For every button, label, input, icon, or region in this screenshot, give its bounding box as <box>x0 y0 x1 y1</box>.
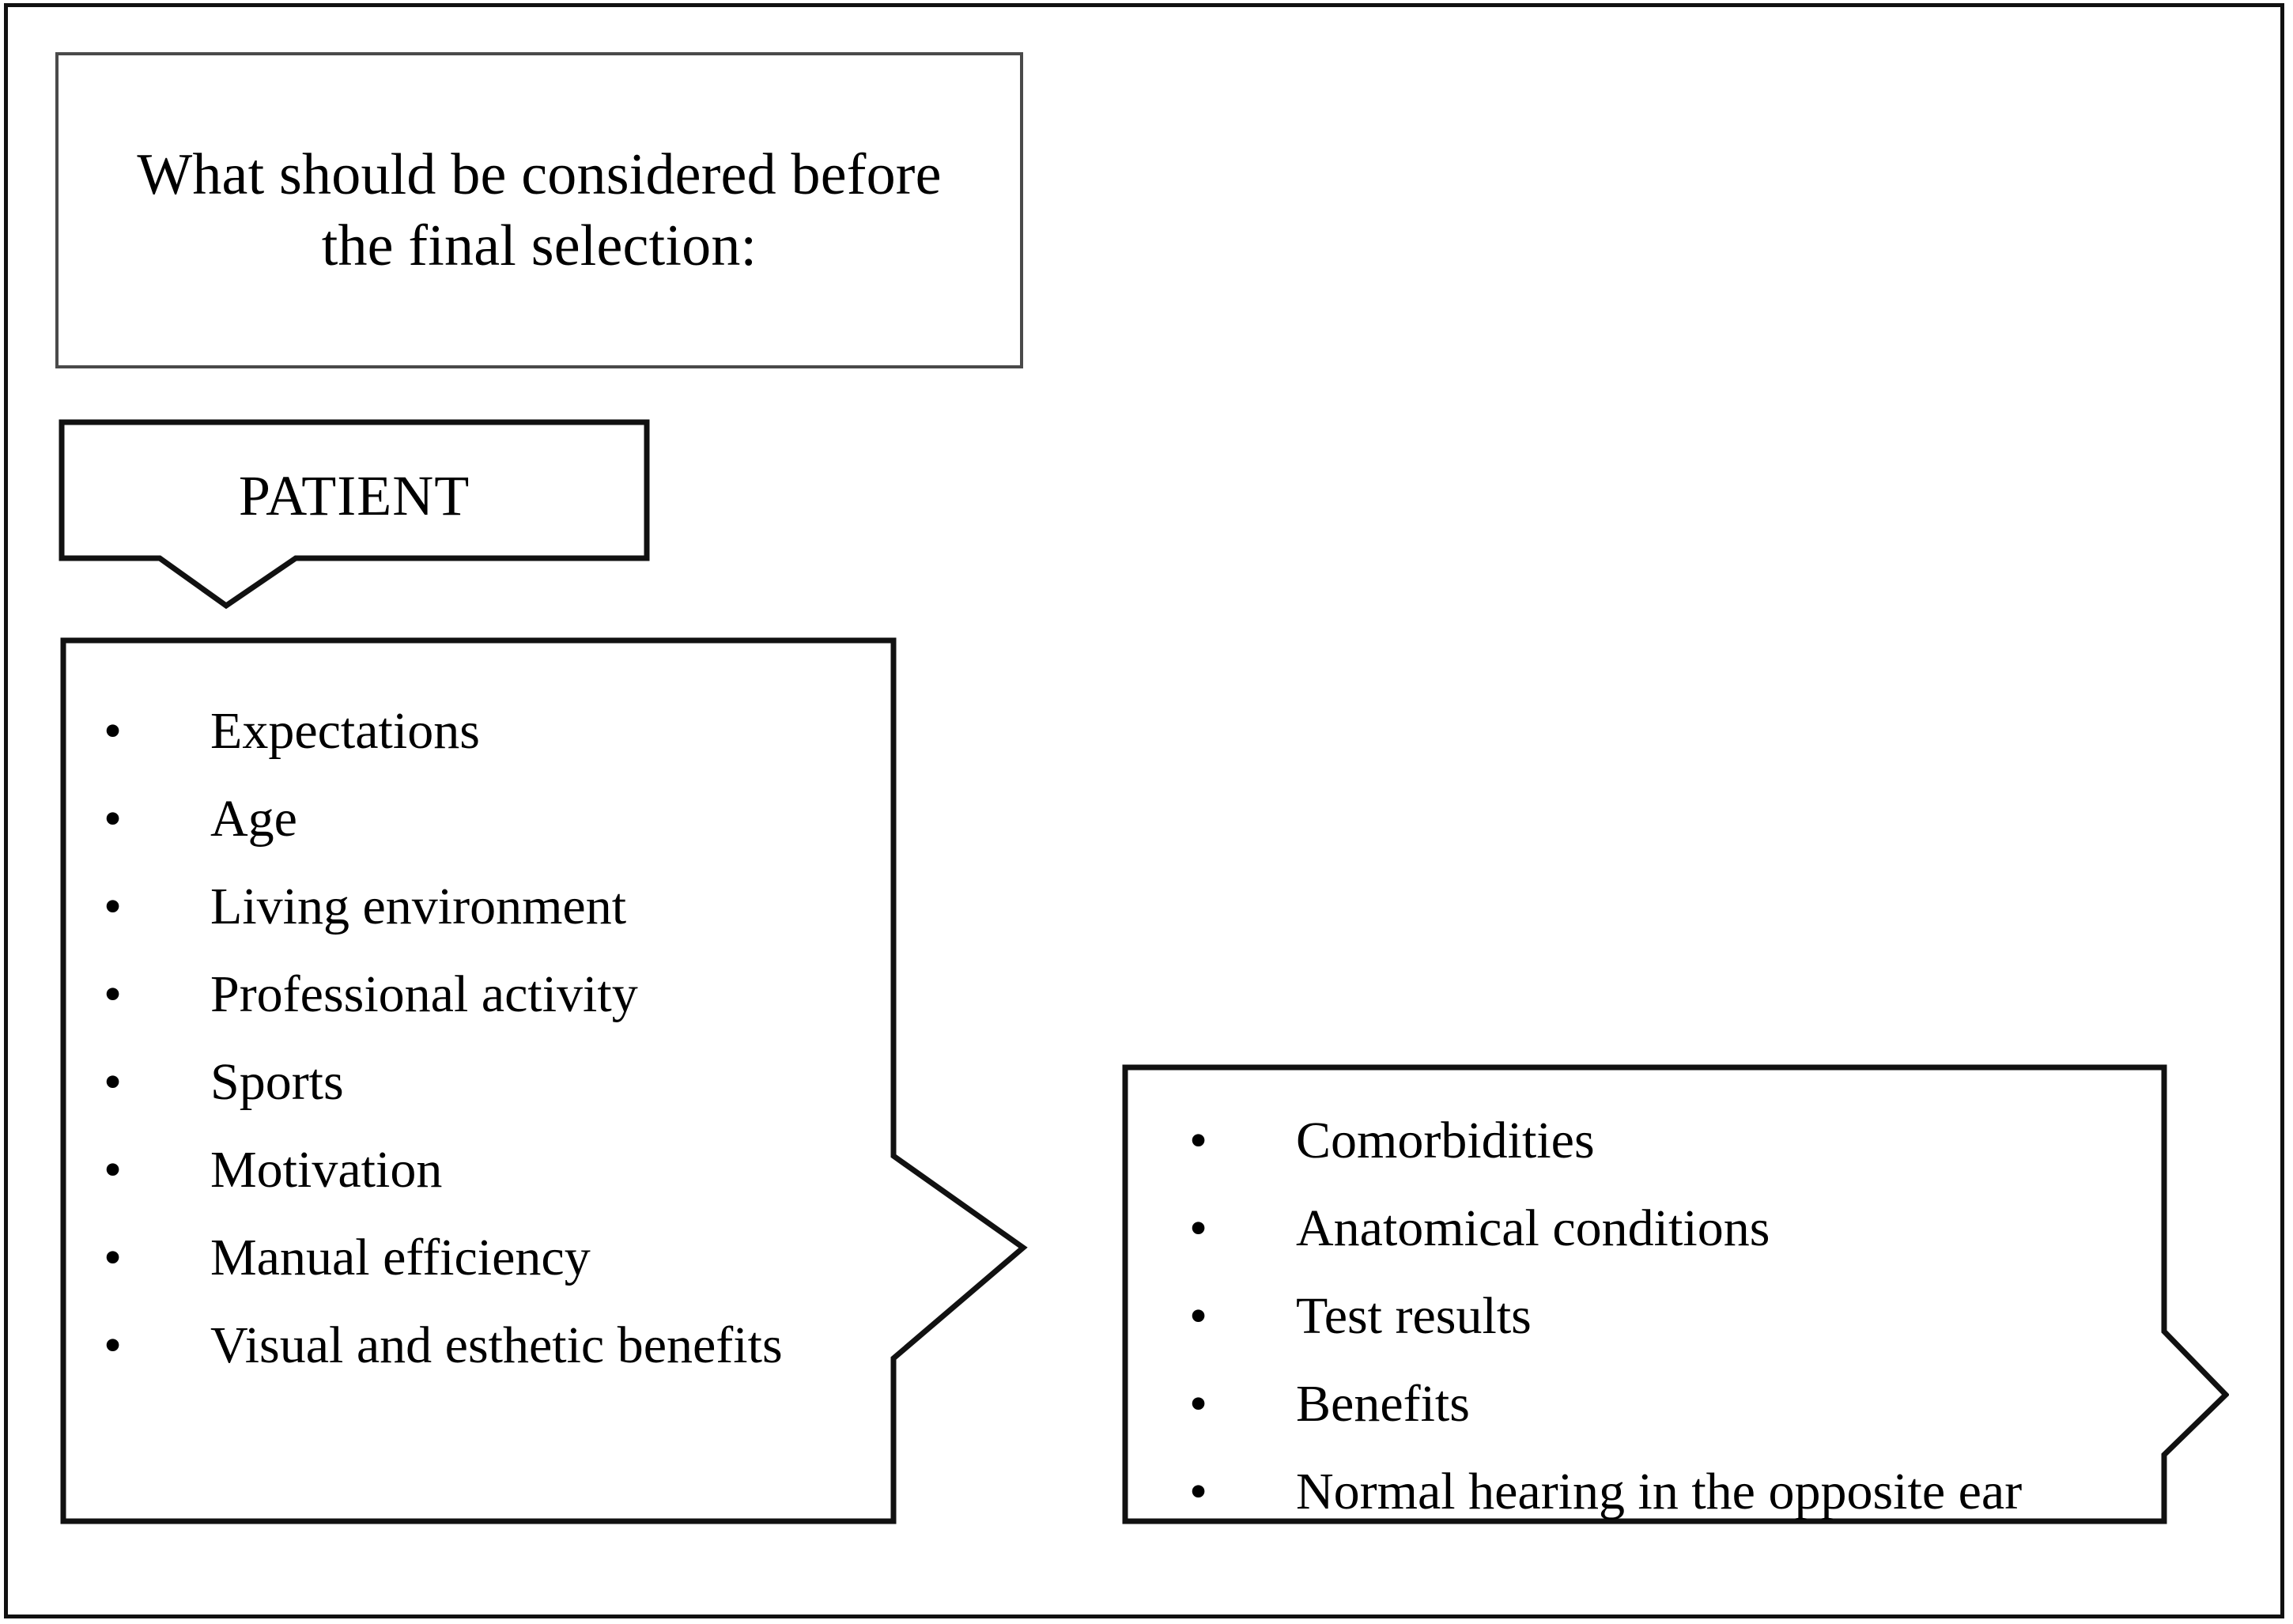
bullet-icon: • <box>104 702 123 760</box>
list-item-label: Benefits <box>1296 1375 1470 1433</box>
list-item-label: Anatomical conditions <box>1296 1199 1770 1257</box>
clinical-factors-list: • Comorbidities • Anatomical conditions … <box>1122 1064 2022 1554</box>
bullet-icon: • <box>1189 1375 1208 1433</box>
list-item-label: Sports <box>210 1053 344 1111</box>
bullet-icon: • <box>104 790 123 848</box>
patient-factors-list: • Expectations • Age • Living environmen… <box>60 637 783 1407</box>
patient-factors-box: • Expectations • Age • Living environmen… <box>60 637 1033 1524</box>
callout-label: PATIENT <box>238 464 470 527</box>
title-box: What should be considered before the fin… <box>55 52 1023 368</box>
patient-callout: PATIENT <box>59 419 650 609</box>
bullet-icon: • <box>104 1141 123 1199</box>
bullet-icon: • <box>104 965 123 1023</box>
bullet-icon: • <box>1189 1199 1208 1257</box>
list-item-label: Comorbidities <box>1296 1112 1595 1169</box>
list-item-label: Manual efficiency <box>210 1229 591 1286</box>
bullet-icon: • <box>1189 1112 1208 1169</box>
right-arrow-pentagon-shape-icon <box>60 637 1028 1524</box>
list-item-label: Expectations <box>210 702 480 760</box>
list-item-label: Professional activity <box>210 965 638 1023</box>
list-item-label: Living environment <box>210 878 627 935</box>
bullet-icon: • <box>104 1229 123 1286</box>
page-title: What should be considered before the fin… <box>137 142 942 278</box>
callout-shape-icon <box>59 419 650 609</box>
list-item-label: Age <box>210 790 297 848</box>
page-border <box>4 3 2284 1618</box>
bullet-icon: • <box>104 878 123 935</box>
list-item-label: Visual and esthetic benefits <box>210 1316 783 1374</box>
clinical-factors-box: • Comorbidities • Anatomical conditions … <box>1122 1064 2229 1524</box>
list-item-label: Normal hearing in the opposite ear <box>1296 1463 2023 1520</box>
right-arrow-pentagon-shape-icon <box>1122 1064 2229 1524</box>
bullet-icon: • <box>104 1053 123 1111</box>
bullet-icon: • <box>104 1316 123 1374</box>
bullet-icon: • <box>1189 1463 1208 1520</box>
bullet-icon: • <box>1189 1287 1208 1345</box>
list-item-label: Test results <box>1296 1287 1532 1345</box>
list-item-label: Motivation <box>210 1141 443 1199</box>
